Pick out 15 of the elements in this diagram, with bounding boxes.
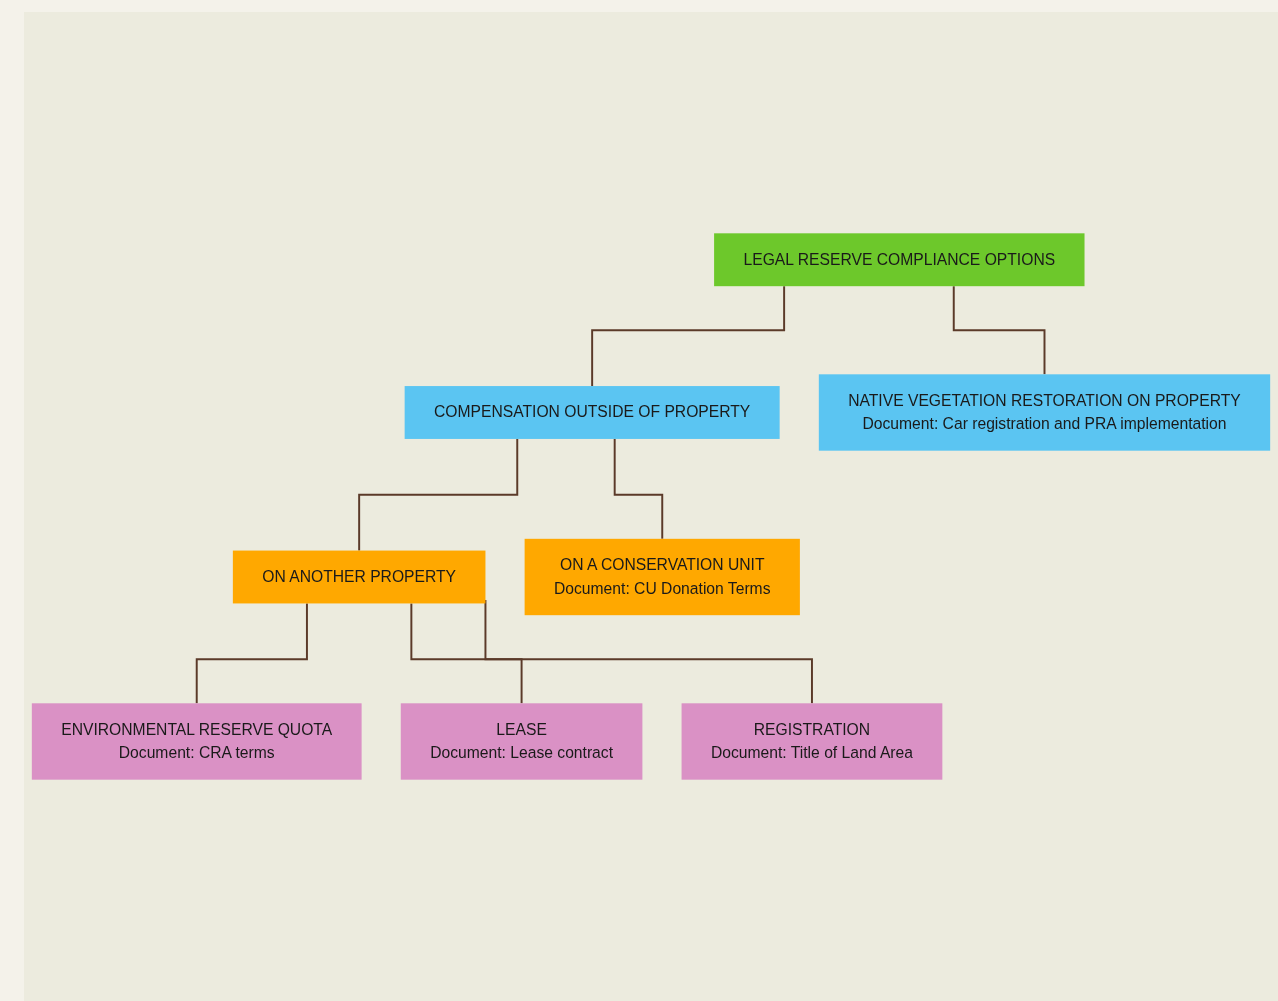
node-box: ON A CONSERVATION UNIT Document: CU Donation Terms [524, 538, 800, 616]
node-box: LEASE Document: Lease contract [400, 703, 643, 780]
connector [613, 437, 664, 540]
node-box: ON ANOTHER PROPERTY [232, 550, 486, 604]
node-box: LEGAL RESERVE COMPLIANCE OPTIONS [714, 233, 1085, 287]
connector [484, 598, 813, 705]
node-box: REGISTRATION Document: Title of Land Area [681, 703, 943, 780]
node-box: NATIVE VEGETATION RESTORATION ON PROPERTY Document: Car registration and PRA implementation [818, 374, 1271, 451]
connector [358, 437, 519, 552]
node-box: ENVIRONMENTAL RESERVE QUOTA Document: CRA terms [31, 703, 362, 780]
connector [952, 285, 1046, 376]
connector [591, 285, 786, 388]
connector [410, 602, 523, 705]
connector [195, 602, 308, 705]
node-box: COMPENSATION OUTSIDE OF PROPERTY [404, 386, 780, 439]
